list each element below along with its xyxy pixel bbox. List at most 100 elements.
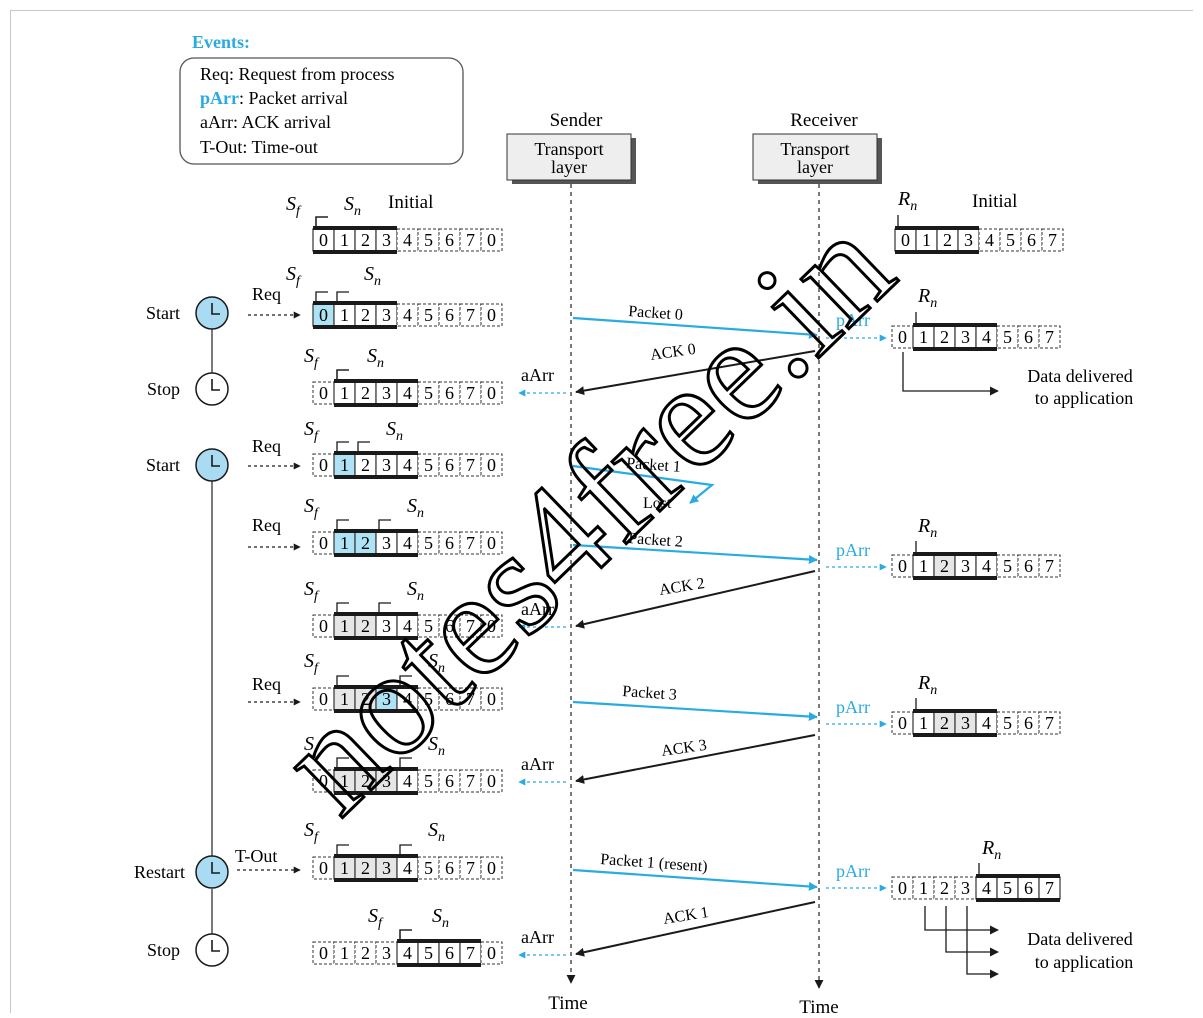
ack-label: ACK 3	[660, 737, 708, 760]
sender-seq-number: 3	[382, 858, 391, 878]
receiver-cell	[1041, 228, 1064, 252]
sender-seq-number: 0	[487, 689, 496, 709]
sender-seq-number: 7	[466, 305, 475, 325]
rn-label: Rn	[917, 515, 937, 541]
packet-label: Packet 2	[628, 530, 684, 551]
ack-arrow	[575, 350, 816, 396]
sender-seq-number: 4	[403, 455, 412, 475]
receiver-seq-number: 5	[1006, 230, 1015, 250]
sf-pointer	[399, 929, 412, 939]
sender-seq-number: 3	[382, 533, 391, 553]
sender-seq-number: 6	[445, 943, 454, 963]
receiver-seq-number: 2	[940, 878, 949, 898]
packet-arrow	[572, 700, 818, 721]
receiver-seq-number: 4	[982, 713, 991, 733]
sn-label: Sn	[364, 263, 381, 289]
window-bottom-bar	[913, 733, 997, 737]
rn-label: Rn	[917, 672, 937, 698]
ack-label: ACK 0	[649, 341, 697, 364]
receiver-seq-number: 7	[1045, 556, 1054, 576]
sender-seq-number: 4	[403, 383, 412, 403]
sf-pointer	[336, 441, 349, 451]
sender-seq-number: 4	[403, 771, 412, 791]
left-border	[10, 10, 11, 1013]
packet-lost: Packet 1	[572, 455, 715, 504]
sender-seq-number: 4	[403, 858, 412, 878]
receiver-seq-number: 0	[898, 327, 907, 347]
parr-label: pArr	[836, 861, 870, 881]
sender-seq-number: 7	[466, 943, 475, 963]
receiver-seq-number: 0	[898, 878, 907, 898]
event-label: T-Out	[235, 846, 277, 866]
receiver-seq-number: 5	[1003, 713, 1012, 733]
receiver-transport-layer-box: Transport layer	[752, 133, 882, 184]
sender-seq-number: 6	[445, 383, 454, 403]
window-top-bar	[976, 874, 1060, 878]
receiver-seq-number: 2	[940, 713, 949, 733]
sender-label: Sender	[550, 110, 603, 131]
sf-label: Sf	[304, 418, 320, 444]
receiver-seq-number: 6	[1024, 556, 1033, 576]
receiver-label: Receiver	[790, 110, 858, 131]
ack-1: ACK 2	[575, 570, 816, 629]
sender-seq-number: 7	[466, 383, 475, 403]
window-top-bar	[334, 451, 418, 455]
event-label: Req	[252, 436, 281, 456]
sender-seq-number: 4	[403, 943, 412, 963]
sn-pointer	[378, 519, 391, 529]
sender-seq-number: 1	[340, 858, 349, 878]
sender-seq-number: 0	[487, 533, 496, 553]
receiver-seq-number: 1	[919, 878, 928, 898]
packet-arrow	[572, 316, 818, 339]
sender-seq-number: 0	[319, 943, 328, 963]
lost-packet-arrow	[572, 464, 715, 504]
receiver-seq-number: 1	[919, 713, 928, 733]
legend-item-tout: T-Out: Time-out	[200, 137, 318, 157]
sf-label: Sf	[304, 650, 320, 676]
sender-seq-number: 0	[487, 771, 496, 791]
receiver-seq-number: 3	[961, 713, 970, 733]
sender-seq-number: 3	[382, 943, 391, 963]
legend-box	[179, 57, 464, 165]
receiver-time-label: Time	[799, 997, 838, 1013]
receiver-seq-number: 7	[1045, 327, 1054, 347]
window-top-bar	[313, 301, 397, 305]
ack-arrow	[575, 570, 816, 629]
sender-seq-number: 5	[424, 689, 433, 709]
sender-transport-line1: Transport	[534, 139, 603, 159]
sender-seq-number: 5	[424, 616, 433, 636]
receiver-seq-number: 5	[1003, 556, 1012, 576]
sender-event-4: T-Out	[235, 846, 301, 874]
sender-seq-number: 0	[319, 616, 328, 636]
sender-seq-number: 5	[424, 230, 433, 250]
ack-arrow	[575, 734, 816, 784]
sender-seq-number: 7	[466, 455, 475, 475]
sn-pointer	[399, 757, 412, 767]
sender-seq-number: 2	[361, 858, 370, 878]
sf-pointer	[315, 291, 328, 301]
window-bottom-bar	[334, 878, 418, 882]
sender-seq-number: 1	[340, 943, 349, 963]
legend: Events: Req: Request from process pArr: …	[179, 32, 464, 165]
receiver-seq-number: 6	[1027, 230, 1036, 250]
sender-seq-number: 7	[466, 771, 475, 791]
aarr-event-0: aArr	[518, 365, 566, 397]
window-top-bar	[313, 226, 397, 230]
timer-1: Stop	[147, 372, 229, 406]
packet-0: Packet 0	[572, 303, 818, 339]
timer-2: Start	[146, 448, 229, 482]
receiver-seq-number: 1	[922, 230, 931, 250]
parr-event-1: pArr	[826, 540, 887, 571]
sn-label: Sn	[344, 193, 361, 219]
sf-label: Sf	[304, 733, 320, 759]
clock-hands	[211, 940, 220, 952]
sender-seq-number: 6	[445, 616, 454, 636]
packet-label: Packet 0	[628, 303, 684, 324]
sender-seq-number: 4	[403, 616, 412, 636]
